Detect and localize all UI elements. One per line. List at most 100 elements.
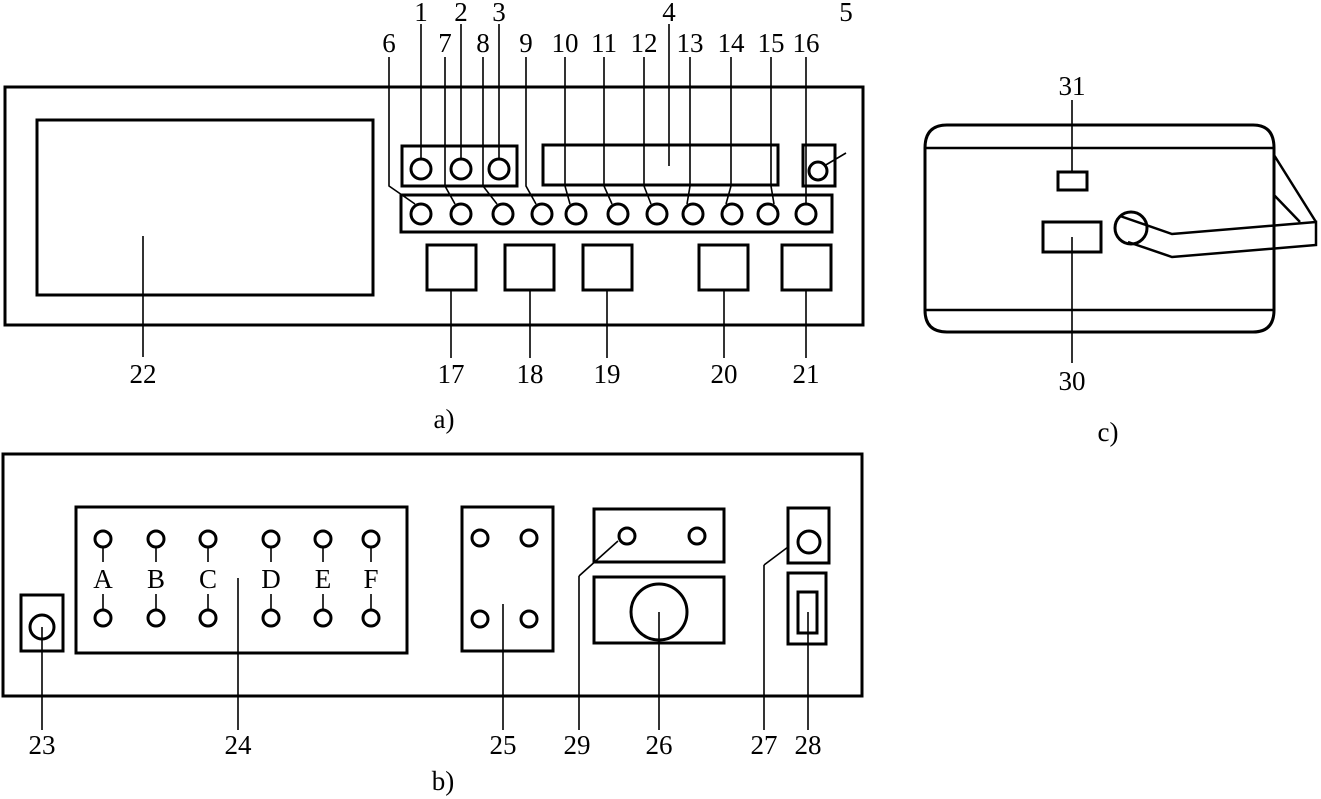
panel-b-rear-view: A B C D E F 23 24 25 <box>1 452 864 796</box>
terminal-29-left[interactable] <box>617 526 637 546</box>
knob-3[interactable] <box>487 157 511 181</box>
caption-b: b) <box>432 766 455 796</box>
terminal-e-bottom[interactable] <box>313 608 333 628</box>
panel-a-front-view: 1 2 3 4 5 6 7 8 9 10 11 12 13 14 15 16 2… <box>3 0 865 434</box>
leader-27-diag <box>763 546 789 566</box>
caption-c: c) <box>1098 417 1119 447</box>
terminal-c-bottom[interactable] <box>198 608 218 628</box>
terminal-label-c: C <box>199 564 217 594</box>
label-2: 2 <box>454 0 468 27</box>
terminal-25-tr[interactable] <box>519 528 539 548</box>
knob-2[interactable] <box>449 157 473 181</box>
leader-13 <box>686 57 691 205</box>
switch-5-frame <box>801 143 837 188</box>
label-11: 11 <box>591 28 617 58</box>
button-19[interactable] <box>581 243 634 292</box>
front-panel-outline <box>3 85 865 327</box>
terminal-29-right[interactable] <box>687 526 707 546</box>
rear-panel-outline <box>1 452 864 698</box>
switch-5[interactable] <box>807 160 829 182</box>
knob-9[interactable] <box>530 202 554 226</box>
terminal-label-b: B <box>147 564 165 594</box>
terminal-a-bottom[interactable] <box>93 608 113 628</box>
knob-13[interactable] <box>681 202 705 226</box>
terminal-25-bl[interactable] <box>470 609 490 629</box>
terminal-b-top[interactable] <box>146 529 166 549</box>
label-7: 7 <box>438 28 452 58</box>
port-31[interactable] <box>1056 170 1089 192</box>
knob-row-leaders <box>388 57 807 205</box>
label-5: 5 <box>839 0 853 27</box>
terminal-f-bottom[interactable] <box>361 608 381 628</box>
knob-16[interactable] <box>794 202 818 226</box>
label-15: 15 <box>758 28 785 58</box>
label-6: 6 <box>382 28 396 58</box>
leader-10 <box>564 57 571 205</box>
terminal-d-top[interactable] <box>261 529 281 549</box>
knob-1[interactable] <box>409 157 433 181</box>
side-body-outline <box>923 123 1276 334</box>
label-31: 31 <box>1059 71 1086 101</box>
label-18: 18 <box>517 359 544 389</box>
terminal-f-top[interactable] <box>361 529 381 549</box>
terminal-e-top[interactable] <box>313 529 333 549</box>
label-25: 25 <box>490 730 517 760</box>
leader-5 <box>823 152 847 167</box>
handle-bracket <box>1272 154 1318 223</box>
label-17: 17 <box>438 359 465 389</box>
caption-a: a) <box>434 404 455 434</box>
knob-12[interactable] <box>645 202 669 226</box>
button-17[interactable] <box>425 243 478 292</box>
knob-row-6-16 <box>399 193 834 234</box>
connector-27[interactable] <box>796 529 822 555</box>
label-20: 20 <box>711 359 738 389</box>
leader-7 <box>444 57 456 205</box>
label-22: 22 <box>130 359 157 389</box>
leader-6 <box>388 57 416 205</box>
handle-arm[interactable] <box>1119 214 1318 259</box>
button-20[interactable] <box>697 243 750 292</box>
label-29: 29 <box>564 730 591 760</box>
label-4: 4 <box>662 0 676 27</box>
label-19: 19 <box>594 359 621 389</box>
label-13: 13 <box>677 28 704 58</box>
display-screen <box>35 118 375 297</box>
label-21: 21 <box>793 359 820 389</box>
terminal-block-25 <box>460 505 555 653</box>
terminal-d-bottom[interactable] <box>261 608 281 628</box>
label-9: 9 <box>519 28 533 58</box>
button-21[interactable] <box>780 243 833 292</box>
label-26: 26 <box>646 730 673 760</box>
label-12: 12 <box>631 28 658 58</box>
knob-6[interactable] <box>409 202 433 226</box>
terminal-b-bottom[interactable] <box>146 608 166 628</box>
label-1: 1 <box>414 0 428 27</box>
terminal-label-a: A <box>93 564 113 594</box>
label-14: 14 <box>718 28 746 58</box>
knob-11[interactable] <box>606 202 630 226</box>
label-24: 24 <box>225 730 253 760</box>
label-27: 27 <box>751 730 778 760</box>
button-18[interactable] <box>503 243 556 292</box>
leader-11 <box>603 57 613 205</box>
label-10: 10 <box>552 28 579 58</box>
panel-c-side-view: 31 30 c) <box>923 71 1318 447</box>
terminal-a-top[interactable] <box>93 529 113 549</box>
label-16: 16 <box>793 28 820 58</box>
knob-10[interactable] <box>564 202 588 226</box>
knob-14[interactable] <box>720 202 744 226</box>
terminal-25-tl[interactable] <box>470 528 490 548</box>
terminal-strip-29 <box>592 507 726 564</box>
label-8: 8 <box>476 28 490 58</box>
terminal-25-br[interactable] <box>519 609 539 629</box>
label-23: 23 <box>29 730 56 760</box>
knob-8[interactable] <box>491 202 515 226</box>
terminal-label-d: D <box>261 564 281 594</box>
terminal-c-top[interactable] <box>198 529 218 549</box>
knob-15[interactable] <box>756 202 780 226</box>
knob-7[interactable] <box>449 202 473 226</box>
digital-readout <box>541 143 780 187</box>
connector-27-frame <box>786 506 831 565</box>
label-30: 30 <box>1059 366 1086 396</box>
